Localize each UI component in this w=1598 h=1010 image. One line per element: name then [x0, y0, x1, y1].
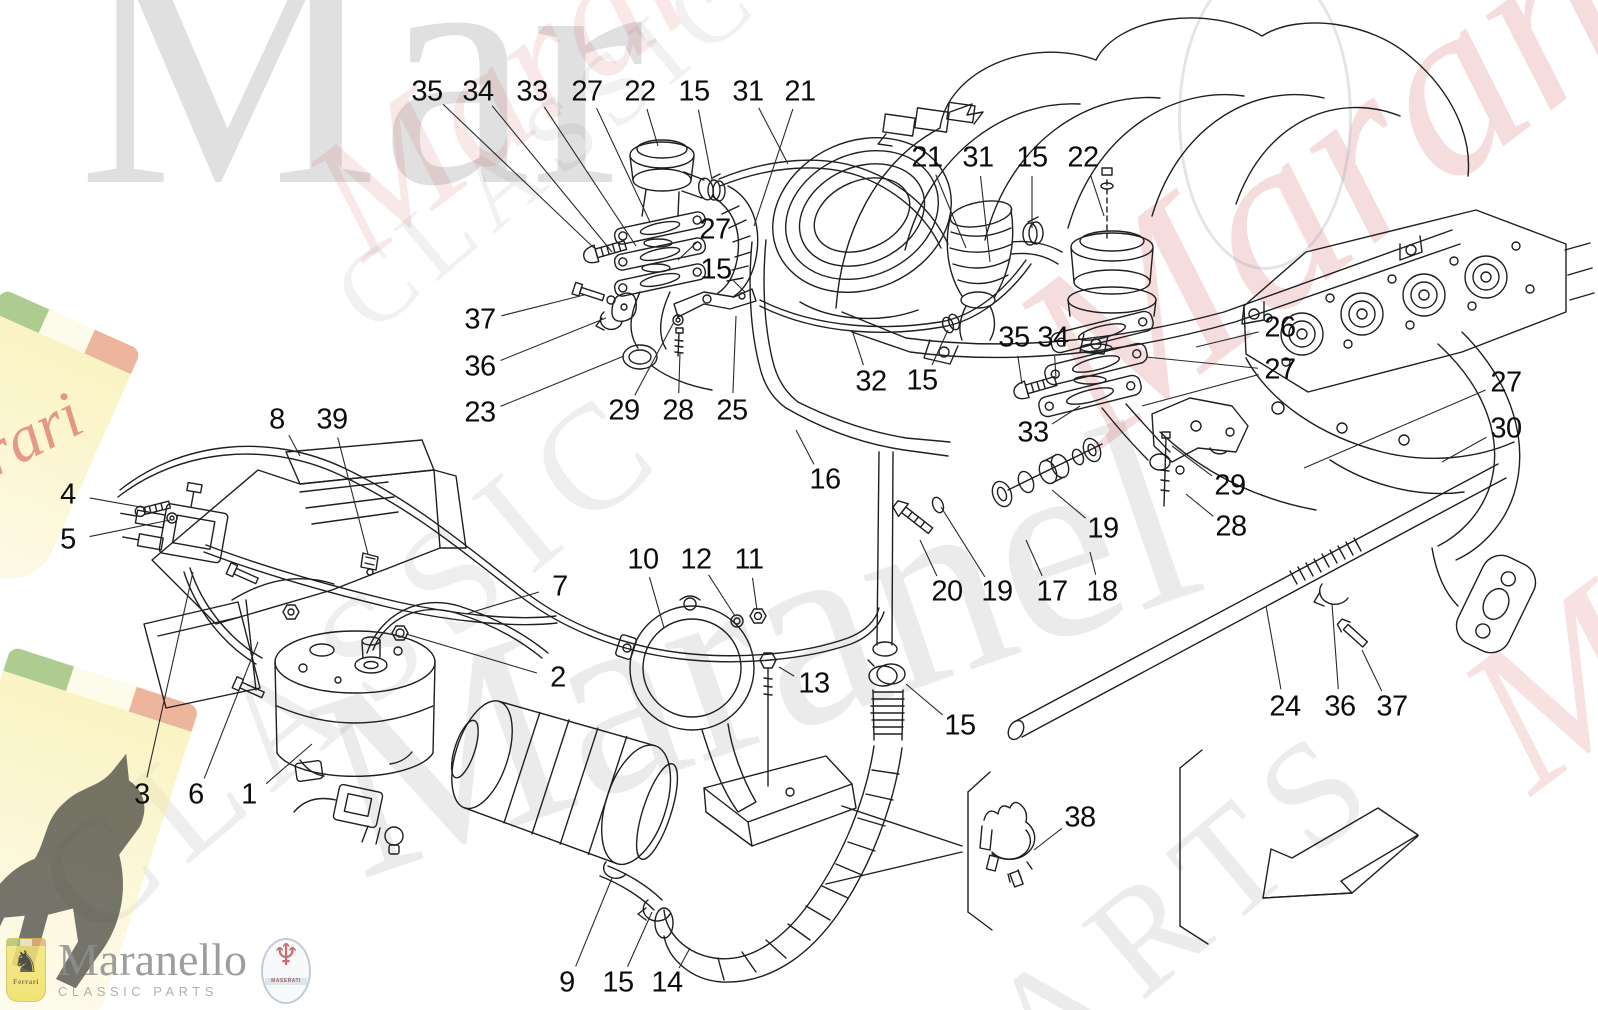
part-number-callout: 2: [550, 661, 566, 694]
part-number-callout: 29: [1214, 469, 1246, 502]
part-number-callout: 31: [732, 75, 764, 108]
part-number-callout: 6: [188, 778, 204, 811]
part-number-callout: 16: [809, 463, 841, 496]
intake-plenum: [836, 18, 1469, 364]
direction-arrow: [1263, 808, 1418, 898]
retainer-clip: [878, 102, 983, 146]
part-number-callout: 37: [1376, 690, 1408, 723]
part-number-callout: 27: [1490, 366, 1522, 399]
part-number-callout: 15: [602, 966, 634, 999]
prancing-horse-icon: [0, 753, 145, 989]
part-number-callout: 20: [931, 575, 963, 608]
part-number-callout: 23: [464, 396, 496, 429]
part-number-callout: 10: [627, 543, 659, 576]
clamp-detail-box: [826, 750, 1208, 944]
part-number-callout: 39: [316, 403, 348, 436]
part-number-callout: 27: [699, 213, 731, 246]
ferrari-badge-label: Ferrari: [13, 978, 39, 986]
hard-pipes: [750, 240, 950, 740]
part-number-callout: 31: [962, 141, 994, 174]
part-number-callout: 28: [1215, 510, 1247, 543]
watermark-ferrari-shield-lower: [0, 646, 200, 1010]
corrugated-elbow-left: [712, 160, 948, 297]
part-number-callout: 5: [60, 523, 76, 556]
part-number-callout: 14: [651, 966, 683, 999]
part-number-callout: 35: [411, 75, 443, 108]
ferrari-shield-badge: ♞ Ferrari: [6, 938, 46, 1002]
vent-pipe: [760, 260, 1031, 334]
part-number-callout: 9: [559, 966, 575, 999]
cam-cover: [1244, 210, 1594, 392]
part-number-callout: 15: [944, 709, 976, 742]
part-number-callout: 26: [1264, 311, 1296, 344]
part-number-callout: 28: [662, 394, 694, 427]
engine-block-contours: [1160, 358, 1514, 510]
part-number-callout: 27: [1264, 353, 1296, 386]
brand-name: Maranello: [58, 934, 248, 985]
part-number-callout: 4: [60, 478, 76, 511]
pump-bracket-ring: [615, 596, 766, 812]
part-number-callout: 18: [1086, 575, 1118, 608]
part-number-callout: 19: [981, 575, 1013, 608]
part-number-callout: 32: [855, 365, 887, 398]
part-number-callout: 8: [269, 403, 285, 436]
maserati-trident-badge: ♆ MASERATI: [261, 938, 312, 1004]
part-number-callout: 22: [624, 75, 656, 108]
part-number-callout: 15: [700, 253, 732, 286]
part-number-callout: 36: [464, 350, 496, 383]
part-number-callout: 19: [1087, 512, 1119, 545]
part-number-callout: 15: [1016, 141, 1048, 174]
crossover-pipe: [1005, 464, 1506, 742]
part-number-callout: 33: [516, 75, 548, 108]
corrugated-delivery-hose: [600, 746, 902, 982]
part-number-callout: 29: [608, 394, 640, 427]
vacuum-reservoir-drum: [275, 631, 435, 776]
maranello-classic-parts-logo: ♞ Ferrari Maranello CLASSIC PARTS ♆ MASE…: [6, 934, 312, 1004]
brand-tagline: CLASSIC PARTS: [58, 984, 218, 999]
part-number-callout: 36: [1324, 690, 1356, 723]
part-number-callout: 37: [464, 303, 496, 336]
pump-mount-plate: [704, 653, 856, 846]
watermark-maserati-oval: [1178, 0, 1352, 270]
part-number-callout: 15: [906, 364, 938, 397]
part-number-callout: 13: [798, 667, 830, 700]
solenoid-valve: [115, 472, 232, 563]
vacuum-hoses: [118, 446, 884, 664]
maserati-badge-label: MASERATI: [265, 978, 308, 985]
corrugated-elbow-right: [947, 197, 1062, 340]
throttle-inlet-rings: [748, 110, 976, 320]
part-number-callout: 35: [998, 321, 1030, 354]
part-number-callout: 21: [784, 75, 816, 108]
part-number-callout: 30: [1490, 412, 1522, 445]
part-number-callout: 15: [678, 75, 710, 108]
prancing-horse-icon: ♞: [12, 945, 40, 980]
air-valve-right: [1012, 168, 1248, 506]
trident-icon: ♆: [272, 938, 300, 973]
part-number-callout: 3: [134, 778, 150, 811]
part-number-callout: 17: [1036, 575, 1068, 608]
part-number-callout: 34: [462, 75, 494, 108]
part-number-callout: 38: [1064, 801, 1096, 834]
exhaust-manifold: [1432, 332, 1542, 659]
part-number-callout: 12: [680, 543, 712, 576]
air-valve-left: [572, 140, 756, 390]
part-number-callout: 34: [1037, 321, 1069, 354]
part-number-callout: 24: [1269, 690, 1301, 723]
part-number-callout: 33: [1017, 416, 1049, 449]
part-number-callout: 1: [241, 778, 257, 811]
spacer-row: [891, 436, 1104, 538]
part-number-callout: 25: [716, 394, 748, 427]
part-number-callout: 21: [911, 141, 943, 174]
part-number-callout: 11: [734, 543, 764, 576]
air-pump-motor: [294, 687, 689, 875]
part-number-callout: 27: [571, 75, 603, 108]
part-number-callout: 7: [552, 570, 568, 603]
part-number-callout: 22: [1067, 141, 1099, 174]
